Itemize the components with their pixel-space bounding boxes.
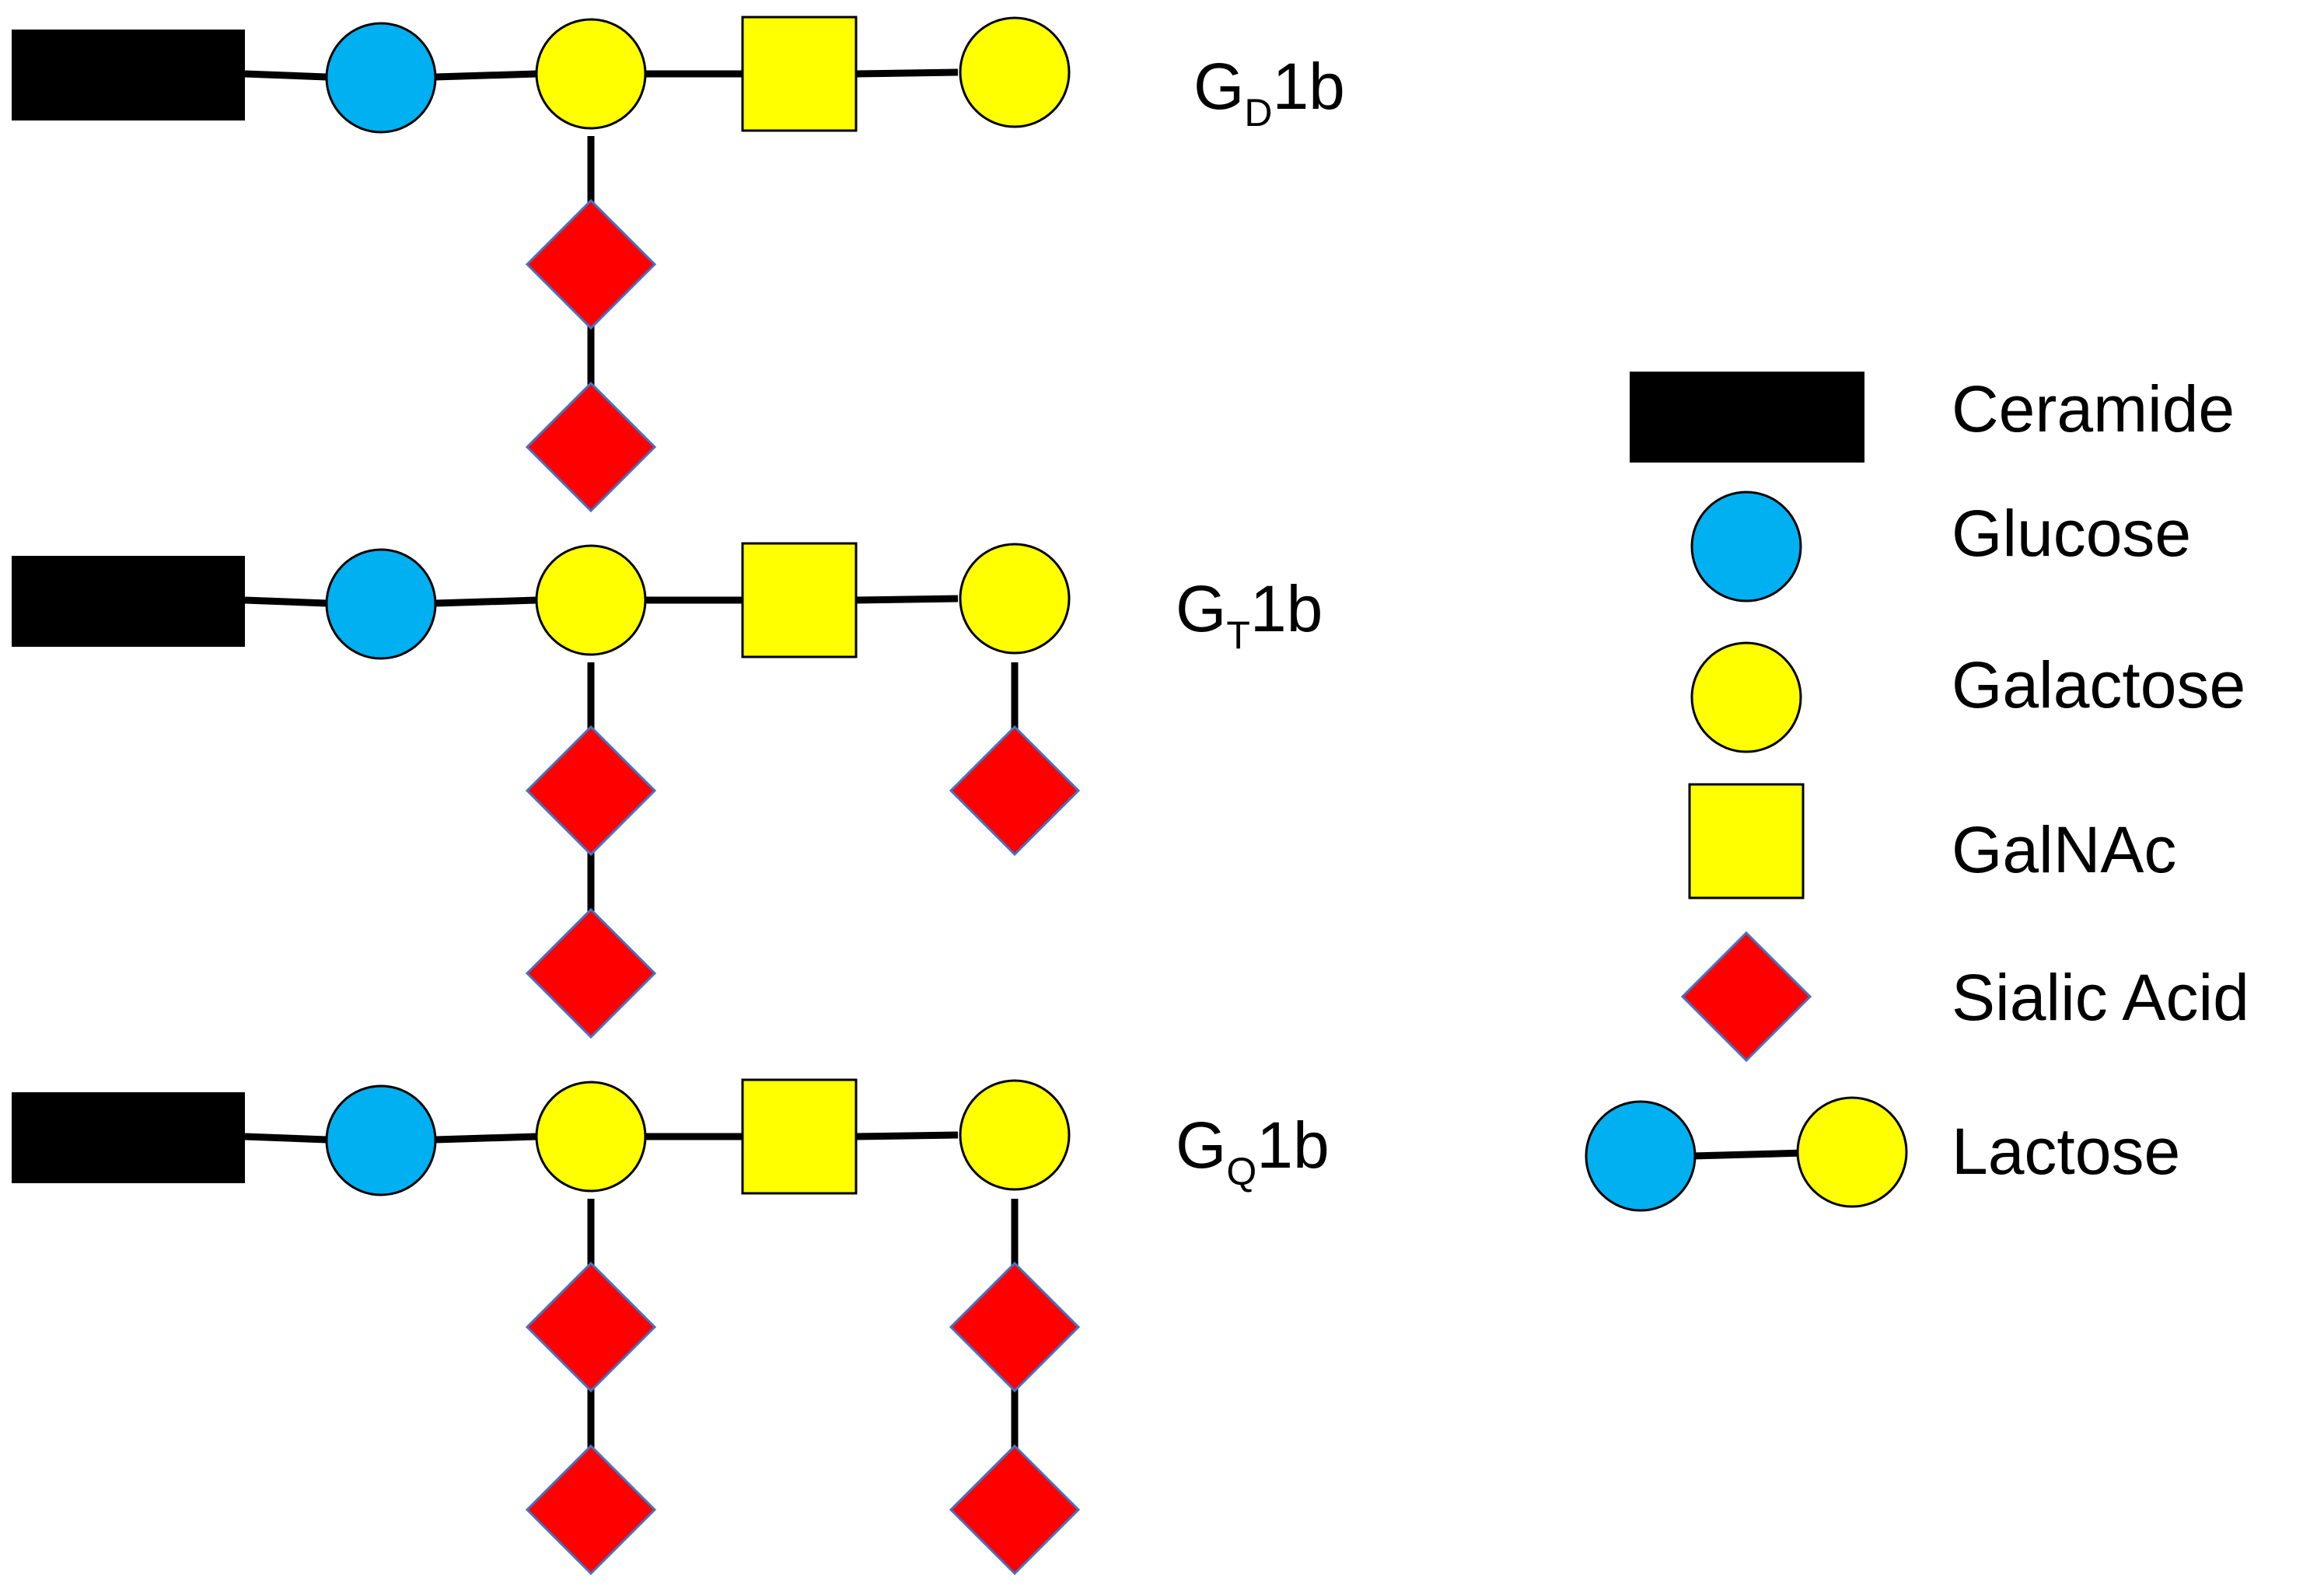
legend-lactose-galactose-symbol <box>1796 1096 1908 1208</box>
glycosidic-bond <box>854 68 959 78</box>
legend-sialic-acid-label: Sialic Acid <box>1952 961 2249 1034</box>
ganglioside-name-subscript: Q <box>1226 1150 1256 1193</box>
legend-glucose-label: Glucose <box>1952 497 2191 570</box>
legend-galnac-symbol <box>1688 783 1805 899</box>
galactose <box>959 1079 1071 1191</box>
ganglioside-name-prefix: G <box>1176 572 1226 645</box>
glycosidic-bond <box>244 1133 327 1144</box>
legend-lactose-bond <box>1692 1149 1806 1160</box>
ganglioside-name: GT1b <box>1176 572 1323 657</box>
sialic-acid <box>525 907 657 1039</box>
sialic-acid <box>525 198 657 330</box>
legend-lactose-label: Lactose <box>1952 1115 2180 1188</box>
legend-lactose-glucose-symbol <box>1585 1100 1697 1212</box>
glycosidic-bond <box>244 596 327 607</box>
ganglioside-name-subscript: T <box>1226 613 1250 657</box>
ceramide <box>12 30 245 120</box>
glycosidic-bond <box>435 70 537 81</box>
ganglioside-name-suffix: 1b <box>1272 50 1344 123</box>
galnac <box>741 542 858 658</box>
legend-galactose-symbol <box>1690 641 1802 753</box>
legend-glucose-symbol <box>1690 491 1802 602</box>
sialic-acid <box>525 1444 657 1576</box>
ceramide <box>12 1092 245 1183</box>
legend-galnac-label: GalNAc <box>1952 813 2176 886</box>
ganglioside-name: GD1b <box>1193 50 1345 134</box>
ganglioside-name-suffix: 1b <box>1250 572 1323 645</box>
ganglioside-name-suffix: 1b <box>1256 1109 1329 1182</box>
sialic-acid <box>525 1261 657 1393</box>
sialic-acid <box>525 725 657 857</box>
galactose <box>535 544 647 656</box>
galnac <box>741 16 858 132</box>
galnac <box>741 1078 858 1195</box>
galactose <box>959 16 1071 128</box>
glycosidic-bond <box>435 596 537 607</box>
ganglioside-structure: GQ1b <box>12 1078 1330 1576</box>
galactose <box>535 1081 647 1193</box>
glucose <box>325 22 437 134</box>
legend-ceramide-label: Ceramide <box>1952 372 2235 445</box>
sialic-acid <box>525 381 657 513</box>
ganglioside-name-subscript: D <box>1244 91 1272 134</box>
sialic-acid <box>949 1444 1081 1576</box>
glucose <box>325 1084 437 1196</box>
ganglioside-name-prefix: G <box>1176 1109 1226 1182</box>
ceramide <box>12 556 245 647</box>
glycosidic-bond <box>854 1131 959 1140</box>
ganglioside-structure: GD1b <box>12 16 1345 513</box>
legend-ceramide-symbol <box>1630 372 1864 463</box>
legend: Ceramide Glucose Galactose GalNAc Sialic… <box>1585 372 2249 1212</box>
ganglioside-name-prefix: G <box>1193 50 1244 123</box>
sialic-acid <box>949 1261 1081 1393</box>
galactose <box>535 18 647 130</box>
legend-galactose-label: Galactose <box>1952 648 2245 721</box>
legend-symbols <box>1585 372 1908 1212</box>
glucose <box>325 548 437 660</box>
galactose <box>959 543 1071 655</box>
sialic-acid <box>949 725 1081 857</box>
ganglioside-name: GQ1b <box>1176 1109 1330 1193</box>
ganglioside-structure: GT1b <box>12 542 1323 1039</box>
glycosidic-bond <box>435 1133 537 1144</box>
glycosidic-bond <box>854 595 959 604</box>
legend-sialic-acid-symbol <box>1680 931 1812 1063</box>
glycosidic-bond <box>244 70 327 81</box>
